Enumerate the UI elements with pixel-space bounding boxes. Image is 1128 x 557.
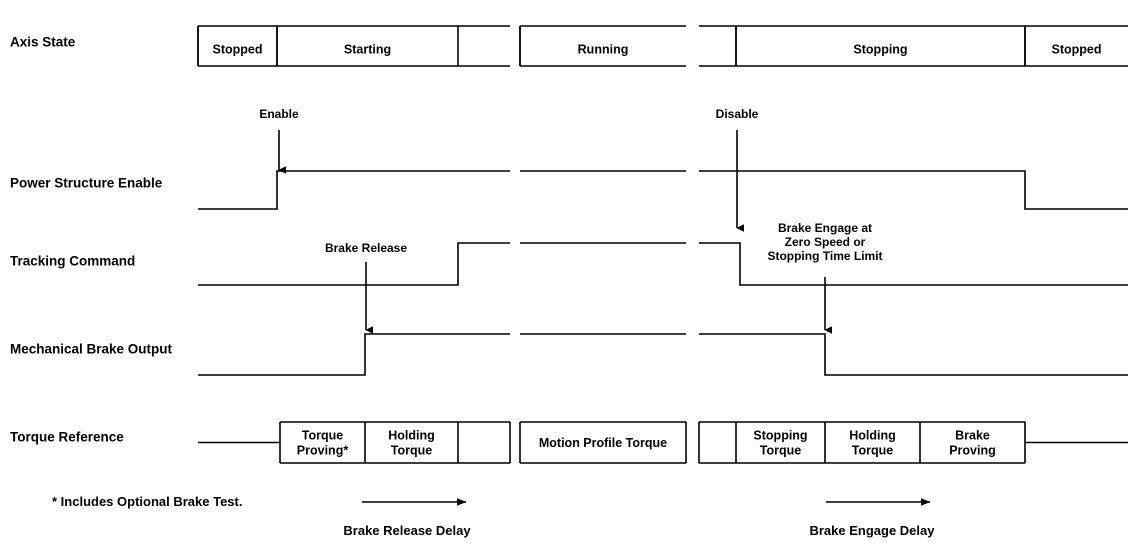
waveform-power-enable-seg-2 bbox=[699, 170, 1128, 210]
waveform-tracking-command-seg-0 bbox=[198, 242, 510, 286]
delay-label-brake-release-delay: Brake Release Delay bbox=[343, 523, 471, 538]
axis-state-segment-5: Stopping bbox=[853, 43, 907, 57]
footnote: * Includes Optional Brake Test. bbox=[52, 494, 242, 509]
row-label-power_enable: Power Structure Enable bbox=[10, 176, 163, 191]
axis-state-segment-6: Stopped bbox=[1052, 43, 1102, 57]
row-label-torque_reference: Torque Reference bbox=[10, 430, 124, 445]
waveform-tracking-command-seg-2 bbox=[699, 242, 1128, 286]
waveform-brake-output-seg-2 bbox=[699, 333, 1128, 376]
row-label-brake_output: Mechanical Brake Output bbox=[10, 342, 173, 357]
waveform-power-enable-seg-0 bbox=[198, 170, 510, 210]
axis-state-segment-0: Stopped bbox=[213, 43, 263, 57]
axis-state-segment-1: Starting bbox=[344, 43, 391, 57]
annotation-label-enable: Enable bbox=[259, 107, 299, 121]
delay-annotation-group: Brake Release Delay Brake Engage Delay bbox=[343, 498, 935, 538]
axis-state-segment-3: Running bbox=[578, 43, 629, 57]
row-label-axis_state: Axis State bbox=[10, 35, 76, 50]
annotation-label-disable: Disable bbox=[716, 107, 759, 121]
torque-segment-3: Motion Profile Torque bbox=[539, 436, 667, 450]
waveform-group bbox=[198, 170, 1128, 376]
axis-state-row: Stopped Starting Running Stopping Stopped bbox=[197, 25, 1128, 67]
annotation-label-brake-release: Brake Release bbox=[325, 241, 407, 255]
waveform-brake-output-seg-0 bbox=[198, 333, 510, 376]
footnote-text: * Includes Optional Brake Test. bbox=[52, 494, 242, 509]
delay-label-brake-engage-delay: Brake Engage Delay bbox=[809, 523, 935, 538]
row-label-tracking_command: Tracking Command bbox=[10, 254, 135, 269]
